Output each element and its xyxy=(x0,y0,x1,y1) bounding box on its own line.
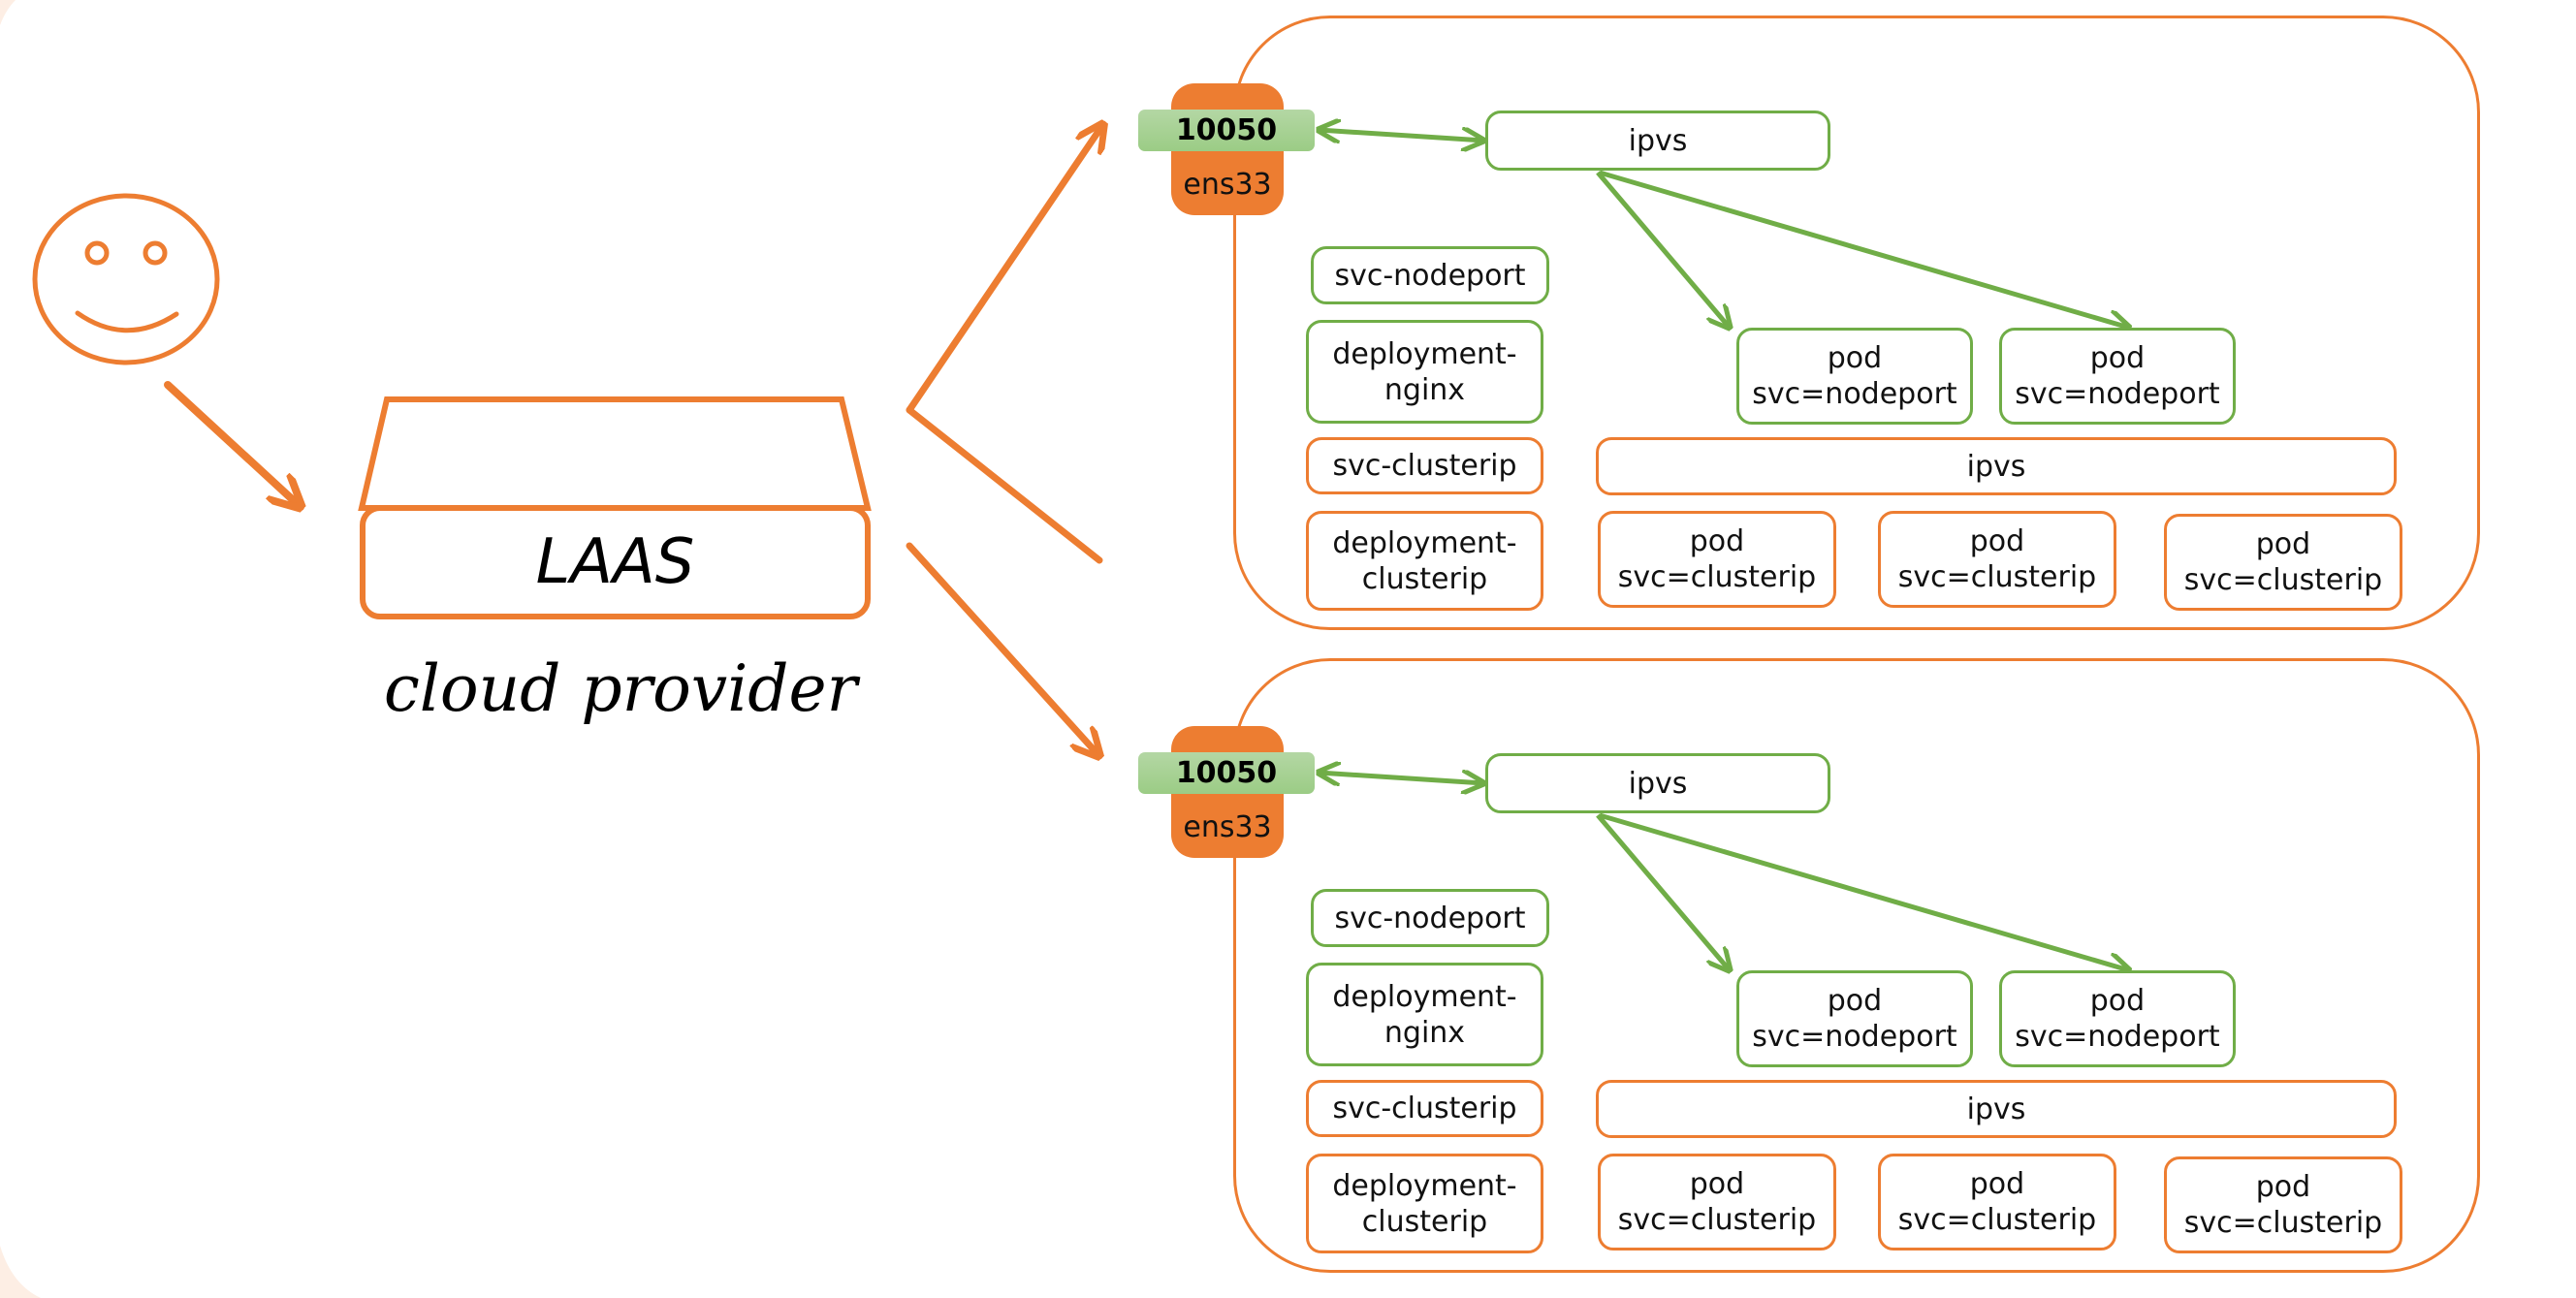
nodeport-ipvs-box: ipvs xyxy=(1485,111,1830,171)
nodeport-pod-box: pod svc=nodeport xyxy=(1999,328,2236,425)
nodeport-pod-box: pod svc=nodeport xyxy=(1736,970,1973,1067)
deployment-clusterip-box: deployment- clusterip xyxy=(1306,1154,1543,1253)
clusterip-ipvs-box: ipvs xyxy=(1596,437,2397,495)
nodeport-pod-box: pod svc=nodeport xyxy=(1999,970,2236,1067)
clusterip-ipvs-box: ipvs xyxy=(1596,1080,2397,1138)
nodeport-ipvs-box: ipvs xyxy=(1485,753,1830,813)
port-badge: 10050 xyxy=(1138,752,1315,794)
worker-node-1 xyxy=(1233,16,2480,630)
svc-nodeport-box: svc-nodeport xyxy=(1311,246,1549,304)
cloud-provider-caption: cloud provider xyxy=(383,651,858,726)
clusterip-pod-box: pod svc=clusterip xyxy=(1598,511,1836,608)
interface-name: ens33 xyxy=(1183,168,1272,202)
svc-clusterip-box: svc-clusterip xyxy=(1306,1080,1543,1137)
deployment-nginx-box: deployment- nginx xyxy=(1306,320,1543,424)
clusterip-pod-box: pod svc=clusterip xyxy=(1878,511,2116,608)
port-badge: 10050 xyxy=(1138,110,1315,151)
clusterip-pod-box: pod svc=clusterip xyxy=(2164,514,2402,611)
clusterip-pod-box: pod svc=clusterip xyxy=(1878,1154,2116,1251)
laas-label: LAAS xyxy=(535,526,695,598)
svc-clusterip-box: svc-clusterip xyxy=(1306,437,1543,494)
interface-name: ens33 xyxy=(1183,810,1272,844)
clusterip-pod-box: pod svc=clusterip xyxy=(2164,1156,2402,1253)
deployment-clusterip-box: deployment- clusterip xyxy=(1306,511,1543,611)
nodeport-pod-box: pod svc=nodeport xyxy=(1736,328,1973,425)
svc-nodeport-box: svc-nodeport xyxy=(1311,889,1549,947)
deployment-nginx-box: deployment- nginx xyxy=(1306,963,1543,1066)
clusterip-pod-box: pod svc=clusterip xyxy=(1598,1154,1836,1251)
worker-node-2 xyxy=(1233,658,2480,1273)
